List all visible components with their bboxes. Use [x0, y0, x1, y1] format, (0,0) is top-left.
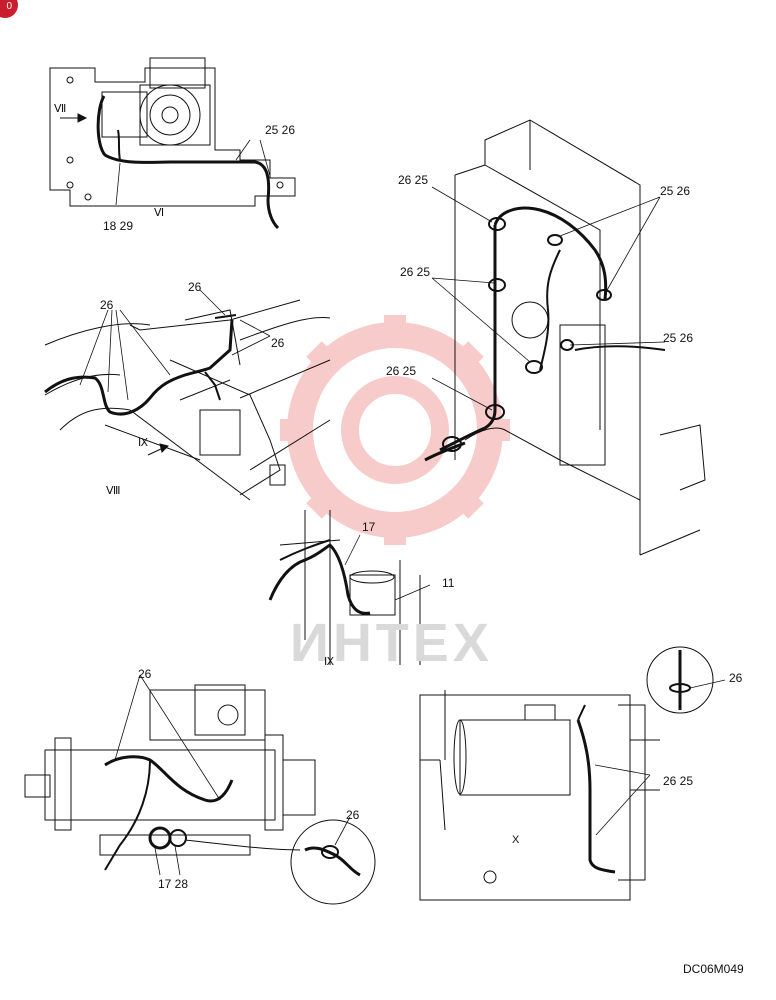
- drawing-code: DC06M049: [683, 962, 744, 976]
- view-vii-arrow-label: Ⅸ: [138, 437, 149, 449]
- view-x-frame: [419, 690, 660, 901]
- callout-26-25-cab-bottom: 26 25: [386, 364, 417, 378]
- callout-17-28: 17 28: [158, 877, 189, 891]
- watermark-text: ИНТЕХ: [290, 613, 493, 673]
- cab-leader-lines: [431, 186, 666, 411]
- callout-26-pump-detail: 26: [346, 808, 360, 822]
- view-x-label: X: [512, 834, 520, 846]
- view-vi-arrow-label: Ⅶ: [54, 103, 67, 115]
- page-badge: 0: [0, 0, 18, 18]
- pump-harness: [104, 674, 301, 876]
- callout-26-25-cab-top: 26 25: [398, 173, 429, 187]
- pump-detail-circle: [290, 816, 376, 905]
- view-x-harness: [576, 704, 651, 874]
- callout-25-26-cab-right: 25 26: [660, 184, 691, 198]
- callout-26-pump: 26: [138, 667, 152, 681]
- callout-26-view-vii-left: 26: [100, 298, 114, 312]
- cab-frame: [454, 119, 706, 556]
- view-vi-label: Ⅵ: [154, 207, 165, 219]
- view-ix-harness: [268, 534, 431, 615]
- callout-18-29: 18 29: [103, 219, 134, 233]
- cab-harness: [424, 206, 666, 462]
- callout-26-view-vii-right: 26: [271, 336, 285, 350]
- callout-25-26-view-vi: 25 26: [265, 123, 296, 137]
- callout-17-view-ix: 17: [362, 520, 376, 534]
- view-x-detail-circle: [646, 646, 726, 714]
- view-vii-label: Ⅷ: [106, 485, 121, 497]
- view-vii-arrow-icon: [147, 443, 169, 456]
- view-vi-harness: [96, 95, 280, 230]
- callout-26-view-x-detail: 26: [729, 671, 743, 685]
- watermark-gear-icon: [280, 315, 510, 545]
- view-vi-pump-assembly: [49, 57, 296, 207]
- view-ix-label: Ⅸ: [324, 656, 335, 668]
- callout-26-25-view-x: 26 25: [663, 774, 694, 788]
- callout-25-26-cab-lower: 25 26: [663, 331, 694, 345]
- view-vii-harness: [44, 289, 271, 416]
- view-vii-frame: [44, 299, 331, 501]
- callout-26-view-vii-top: 26: [188, 280, 202, 294]
- view-vi-arrow-icon: [60, 113, 88, 123]
- callout-11: 11: [442, 576, 455, 590]
- callout-26-25-cab-mid: 26 25: [400, 265, 431, 279]
- pump-body: [24, 684, 316, 856]
